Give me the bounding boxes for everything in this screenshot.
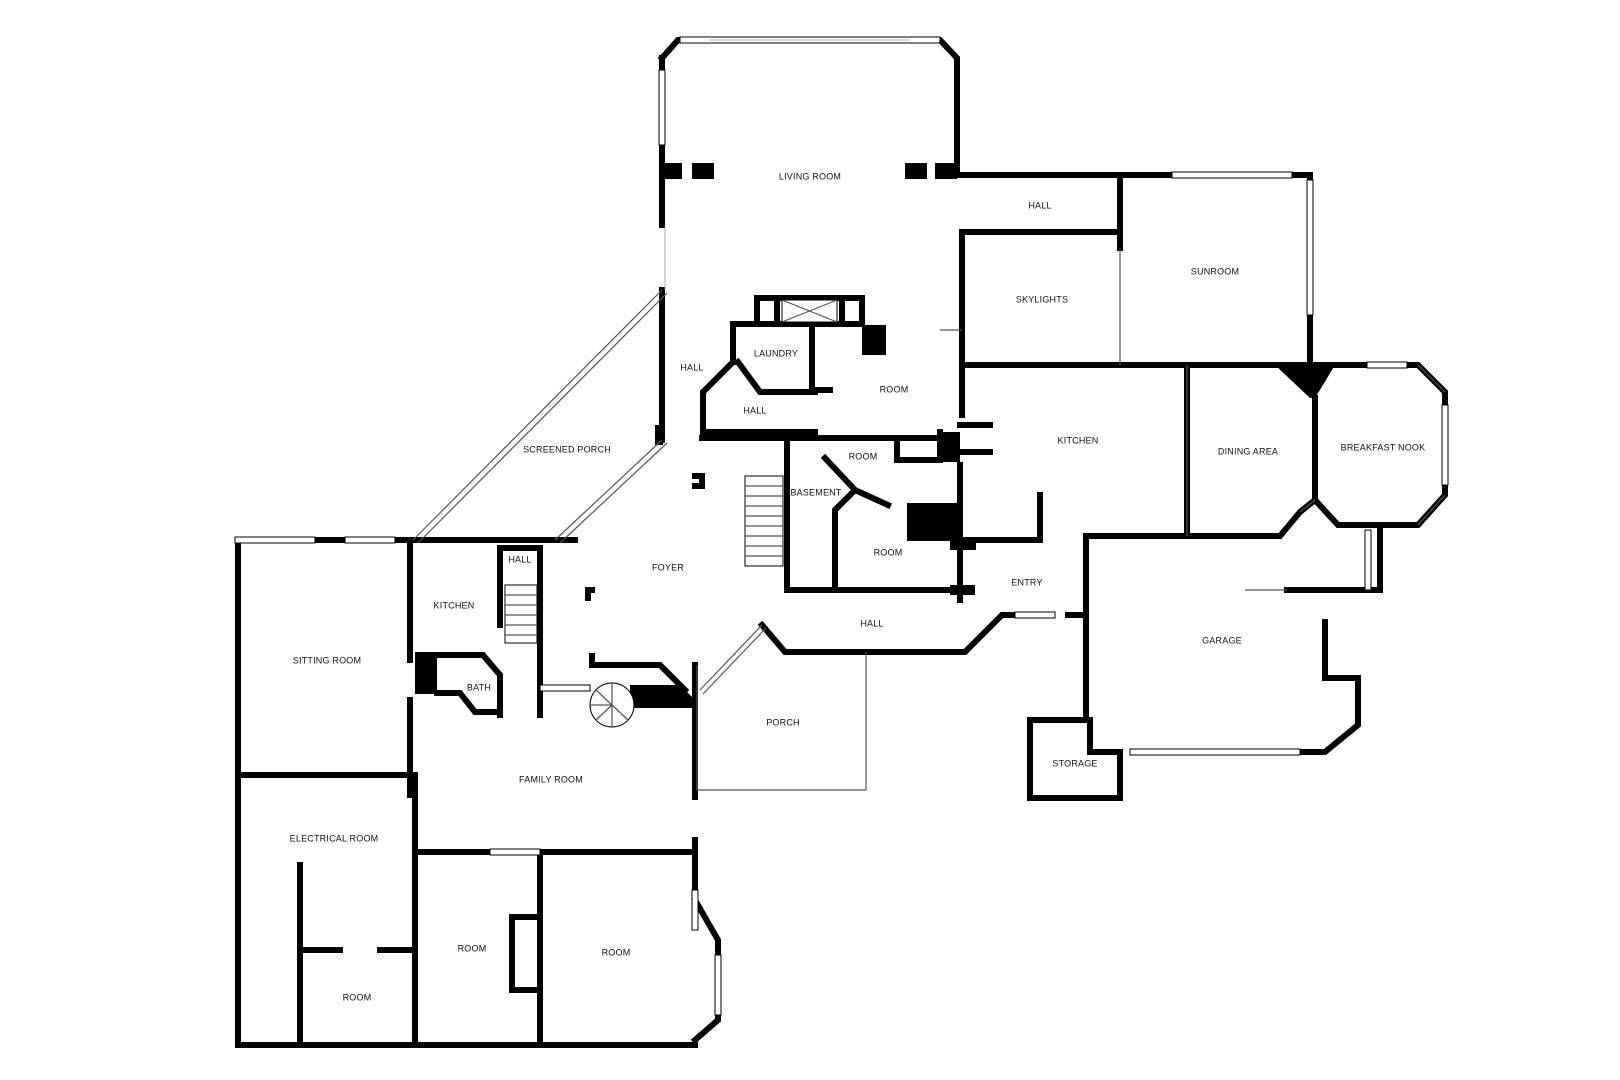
stairs-hall xyxy=(504,584,538,644)
label-room-right-bottom: ROOM xyxy=(602,947,631,957)
label-skylights: SKYLIGHTS xyxy=(1016,294,1068,304)
label-room-center: ROOM xyxy=(880,384,909,394)
label-electrical-room: ELECTRICAL ROOM xyxy=(290,833,379,843)
thin-outlines xyxy=(696,248,1287,791)
spiral-stair xyxy=(589,682,635,728)
label-bath: BATH xyxy=(467,682,491,692)
label-foyer: FOYER xyxy=(652,562,684,572)
fireplace xyxy=(781,299,838,323)
label-entry: ENTRY xyxy=(1011,577,1042,587)
label-room-basement: ROOM xyxy=(874,547,903,557)
label-hall-left: HALL xyxy=(680,362,703,372)
label-hall-small: HALL xyxy=(743,405,766,415)
room-labels: LIVING ROOM HALL SUNROOM SKYLIGHTS LAUND… xyxy=(290,171,1426,1002)
label-room-mid-bottom: ROOM xyxy=(458,943,487,953)
screened-porch-windows xyxy=(412,289,1446,695)
stairs-basement xyxy=(744,475,784,567)
label-kitchen: KITCHEN xyxy=(1058,435,1099,445)
label-sunroom: SUNROOM xyxy=(1191,266,1239,276)
label-storage: STORAGE xyxy=(1052,758,1097,768)
label-room-left-bottom: ROOM xyxy=(343,992,372,1002)
windows xyxy=(234,36,1449,1016)
label-hall-stair: HALL xyxy=(508,554,531,564)
label-porch: PORCH xyxy=(766,717,800,727)
label-breakfast-nook: BREAKFAST NOOK xyxy=(1341,442,1426,452)
label-sitting-room: SITTING ROOM xyxy=(293,655,361,665)
label-dining-area: DINING AREA xyxy=(1218,446,1278,456)
label-garage: GARAGE xyxy=(1202,635,1242,645)
walls xyxy=(235,37,1448,1048)
label-hall-main: HALL xyxy=(860,618,883,628)
label-family-room: FAMILY ROOM xyxy=(519,774,583,784)
label-hall-upper: HALL xyxy=(1028,200,1051,210)
label-basement: BASEMENT xyxy=(790,487,841,497)
label-living-room: LIVING ROOM xyxy=(779,171,841,181)
label-screened-porch: SCREENED PORCH xyxy=(523,444,611,454)
label-laundry: LAUNDRY xyxy=(754,348,798,358)
label-room-small: ROOM xyxy=(849,451,878,461)
label-kitchen-small: KITCHEN xyxy=(434,600,475,610)
